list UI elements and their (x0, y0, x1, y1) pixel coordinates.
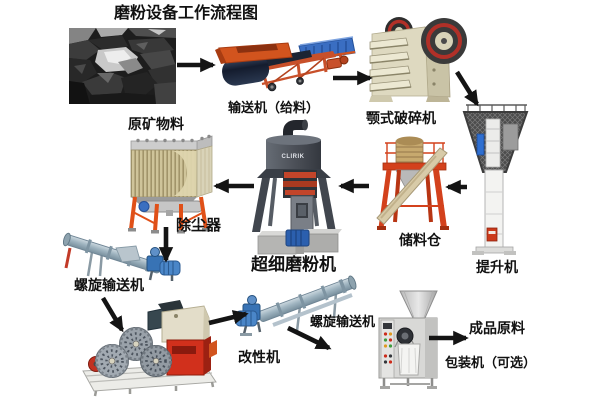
label-grinding-mill: 超细磨粉机 (251, 255, 336, 274)
arrow-screw1-to-modifier (101, 296, 124, 333)
storage-silo-machine (376, 136, 449, 230)
mill-brand-text: CLIRIK (282, 154, 305, 160)
label-modifier-machine: 改性机 (238, 349, 280, 365)
label-packing-machine: 包装机（可选） (445, 355, 537, 370)
label-finished-product: 成品原料 (469, 320, 525, 336)
arrow-modifier-to-screw2 (208, 310, 249, 326)
packing-machine-graphic (378, 290, 438, 389)
belt-conveyor-machine (215, 36, 356, 92)
grinding-mill-machine: CLIRIK (252, 119, 342, 255)
raw-material-photo (69, 28, 176, 104)
gear-disc (95, 344, 129, 378)
label-dust-collector: 除尘器 (176, 217, 222, 234)
modifier-machine-graphic (82, 300, 217, 397)
label-storage-silo: 储料仓 (399, 232, 441, 248)
jaw-crusher-machine (369, 17, 467, 102)
label-belt-conveyor: 输送机（给料） (228, 100, 320, 115)
label-bucket-elevator: 提升机 (476, 259, 518, 275)
label-screw-conveyor-2: 螺旋输送机 (310, 314, 376, 329)
diagram-title: 磨粉设备工作流程图 (114, 5, 259, 22)
bucket-elevator-machine (462, 104, 529, 255)
screw-conveyor-1-machine (62, 232, 181, 281)
arrow-crusher-to-elevator (455, 70, 479, 107)
dust-collector-machine (128, 134, 213, 234)
label-raw-material: 原矿物料 (128, 116, 184, 132)
flow-arrows (101, 57, 479, 351)
label-jaw-crusher: 颚式破碎机 (366, 110, 436, 126)
label-screw-conveyor-1: 螺旋输送机 (74, 277, 144, 293)
gear-disc (140, 345, 172, 377)
arrow-screw2-to-packing (286, 325, 332, 351)
